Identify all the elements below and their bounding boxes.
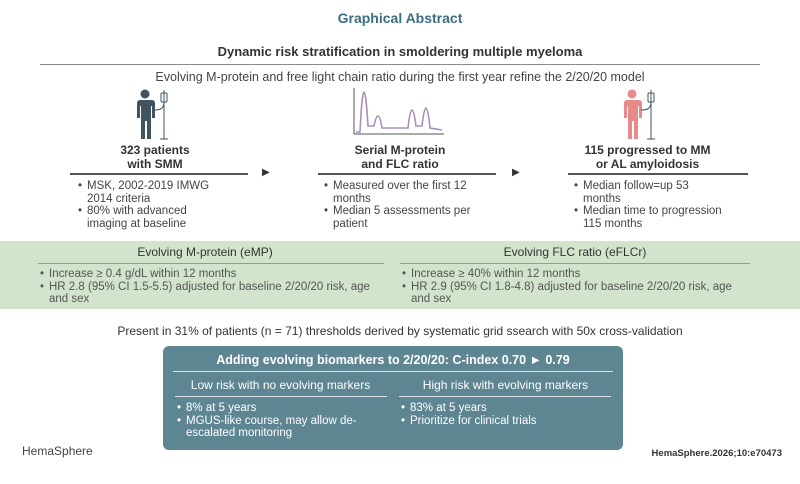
list-item: Measured over the first 12 months <box>324 180 474 205</box>
graphical-abstract-label: Graphical Abstract <box>337 10 463 26</box>
patients-divider <box>70 173 248 175</box>
patient-silhouette-icon <box>137 89 168 140</box>
serial-details: Measured over the first 12 months Median… <box>324 180 474 230</box>
evolving-markers-band: Evolving M-protein (eMP) Increase ≥ 0.4 … <box>0 241 800 309</box>
high-risk-heading: High risk with evolving markers <box>422 378 589 392</box>
list-item: Median time to progression 115 months <box>574 205 729 230</box>
list-item: HR 2.8 (95% CI 1.5-5.5) adjusted for bas… <box>40 281 390 306</box>
low-risk-details: 8% at 5 years MGUS-like course, may allo… <box>177 402 392 440</box>
list-item: HR 2.9 (95% CI 1.8-4.8) adjusted for bas… <box>402 281 754 306</box>
progression-details: Median follow=up 53 months Median time t… <box>574 180 729 230</box>
progression-title: 115 progressed to MM or AL amyloidosis <box>584 143 711 171</box>
electrophoresis-peaks-icon <box>353 88 444 135</box>
list-item: 83% at 5 years <box>401 402 611 415</box>
list-item: 8% at 5 years <box>177 402 392 415</box>
subtitle: Evolving M-protein and free light chain … <box>155 70 645 84</box>
progression-divider <box>568 173 748 175</box>
low-risk-divider <box>175 396 387 397</box>
list-item: Median 5 assessments per patient <box>324 205 474 230</box>
patient-red-icon <box>624 89 655 140</box>
list-item: Median follow=up 53 months <box>574 180 729 205</box>
list-item: MGUS-like course, may allow de-escalated… <box>177 415 392 440</box>
emp-divider <box>38 263 384 264</box>
list-item: Increase ≥ 0.4 g/dL within 12 months <box>40 268 390 281</box>
emp-title: Evolving M-protein (eMP) <box>137 245 273 259</box>
eflcr-divider <box>400 263 750 264</box>
high-risk-divider <box>399 396 611 397</box>
serial-divider <box>318 173 496 175</box>
eflcr-details: Increase ≥ 40% within 12 months HR 2.9 (… <box>402 268 754 306</box>
title-divider <box>40 64 760 65</box>
flow-arrow-icon: ▶ <box>262 167 270 178</box>
list-item: Prioritize for clinical trials <box>401 415 611 428</box>
patients-details: MSK, 2002-2019 IMWG 2014 criteria 80% wi… <box>78 180 228 230</box>
journal-logo: HemaSphere <box>22 444 93 458</box>
list-item: 80% with advanced imaging at baseline <box>78 205 228 230</box>
flow-arrow-icon: ▶ <box>512 167 520 178</box>
result-divider <box>173 371 613 372</box>
c-index-result-box: Adding evolving biomarkers to 2/20/20: C… <box>163 346 623 450</box>
emp-details: Increase ≥ 0.4 g/dL within 12 months HR … <box>40 268 390 306</box>
list-item: MSK, 2002-2019 IMWG 2014 criteria <box>78 180 228 205</box>
list-item: Increase ≥ 40% within 12 months <box>402 268 754 281</box>
c-index-title: Adding evolving biomarkers to 2/20/20: C… <box>216 353 570 367</box>
serial-measures-title: Serial M-protein and FLC ratio <box>354 143 446 171</box>
high-risk-details: 83% at 5 years Prioritize for clinical t… <box>401 402 611 427</box>
citation: HemaSphere.2026;10:e70473 <box>651 448 782 459</box>
main-title: Dynamic risk stratification in smolderin… <box>217 44 583 59</box>
eflcr-title: Evolving FLC ratio (eFLCr) <box>503 245 647 259</box>
prevalence-statement: Present in 31% of patients (n = 71) thre… <box>117 324 683 338</box>
patients-title: 323 patients with SMM <box>120 143 190 171</box>
low-risk-heading: Low risk with no evolving markers <box>190 378 371 392</box>
